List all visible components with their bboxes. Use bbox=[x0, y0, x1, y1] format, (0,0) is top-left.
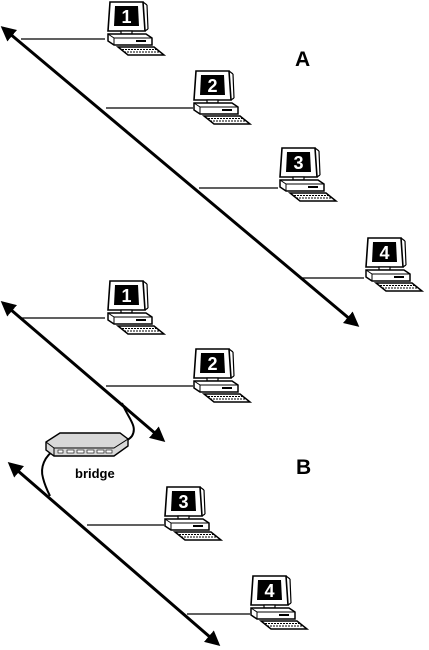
computer-label: 4 bbox=[379, 243, 389, 263]
computer-icon: 4 bbox=[250, 575, 308, 630]
computer-icon: 3 bbox=[279, 147, 337, 202]
section-b: bridge 1 2 3 4 B bbox=[0, 280, 311, 646]
network-cable-b-lower bbox=[7, 462, 221, 646]
computer-icon: 1 bbox=[107, 1, 165, 56]
bridge-device-icon bbox=[45, 432, 129, 457]
computer-label: 3 bbox=[293, 153, 303, 173]
computer-icon: 1 bbox=[107, 280, 165, 335]
computer-icon: 4 bbox=[365, 237, 423, 292]
network-cable-b-upper bbox=[0, 301, 166, 442]
network-cable-a bbox=[0, 26, 360, 327]
section-a: 1 2 3 4 A bbox=[0, 1, 423, 327]
computer-label: 1 bbox=[121, 7, 131, 27]
bridge-label: bridge bbox=[75, 466, 115, 481]
computer-label: 3 bbox=[178, 492, 188, 512]
bridge-downlink-cable bbox=[41, 448, 57, 497]
computer-label: 2 bbox=[207, 76, 217, 96]
computer-label: 1 bbox=[121, 286, 131, 306]
computer-icon: 3 bbox=[164, 486, 222, 541]
section-label: B bbox=[296, 456, 311, 479]
computer-icon: 2 bbox=[193, 348, 251, 403]
computer-label: 2 bbox=[207, 354, 217, 374]
computer-icon: 2 bbox=[193, 70, 251, 125]
section-label: A bbox=[295, 48, 310, 71]
computer-label: 4 bbox=[264, 581, 274, 601]
